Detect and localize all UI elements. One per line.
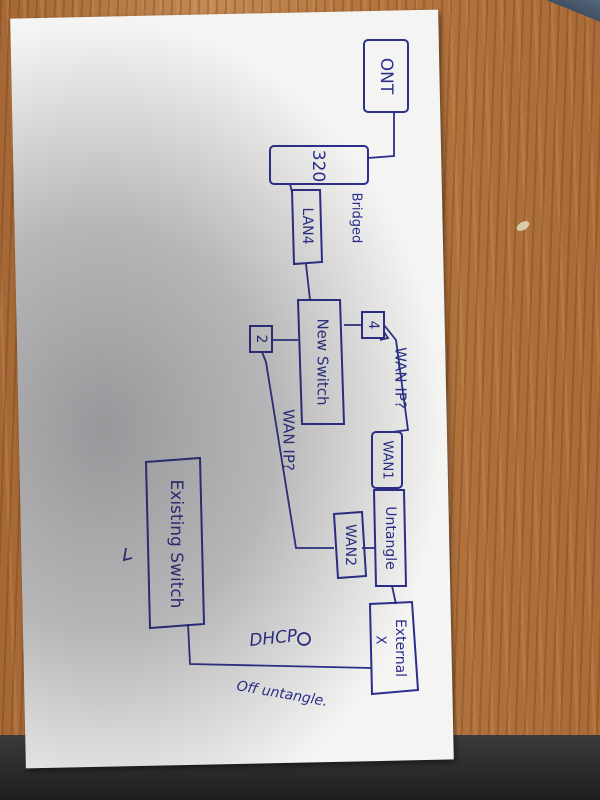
dhcp-mark (297, 632, 311, 646)
lan4-label: LAN4 (299, 207, 315, 244)
box-320-node: 320 (269, 145, 369, 185)
port-4-label: 4 (365, 321, 381, 330)
untangle-label: Untangle (382, 506, 398, 569)
existing-switch-label: Existing Switch (166, 480, 186, 609)
external-port-label: X (373, 636, 388, 645)
port-2-node: 2 (249, 325, 273, 353)
existing-switch-node: Existing Switch (144, 456, 206, 630)
wan2-node: WAN2 (332, 510, 368, 580)
arrow-port4 (379, 331, 390, 341)
untangle-node: Untangle (372, 489, 408, 587)
wan1-node: WAN1 (371, 431, 403, 489)
port-2-label: 2 (253, 335, 269, 344)
wire-port4-wan1 (383, 324, 410, 433)
ont-node: ONT (363, 39, 409, 113)
ont-label: ONT (376, 58, 396, 95)
off-untangle-label: Off untangle. (235, 678, 328, 710)
lan4-node: LAN4 (290, 189, 324, 266)
wire-untangle-external (391, 585, 397, 605)
port-4-node: 4 (361, 311, 385, 339)
wan1-label: WAN1 (380, 440, 395, 479)
wire-existing-external (187, 623, 373, 669)
wan2-label: WAN2 (342, 524, 358, 566)
arrow-existing (122, 547, 133, 562)
wire-lan4-switch (305, 263, 311, 301)
new-switch-node: New Switch (296, 299, 346, 425)
wan-ip-mid-label: WAN IP? (280, 409, 298, 471)
external-label: External (392, 619, 408, 677)
dhcp-label: DHCP (248, 626, 299, 651)
external-node: External X (368, 600, 420, 696)
new-switch-label: New Switch (314, 318, 332, 405)
wan-ip-top-label: WAN IP? (392, 347, 410, 409)
box-320-label: 320 (308, 150, 328, 182)
wire-port2-wan2 (261, 351, 334, 549)
wire-ont-320 (367, 112, 395, 159)
bridged-label: Bridged (349, 193, 364, 244)
